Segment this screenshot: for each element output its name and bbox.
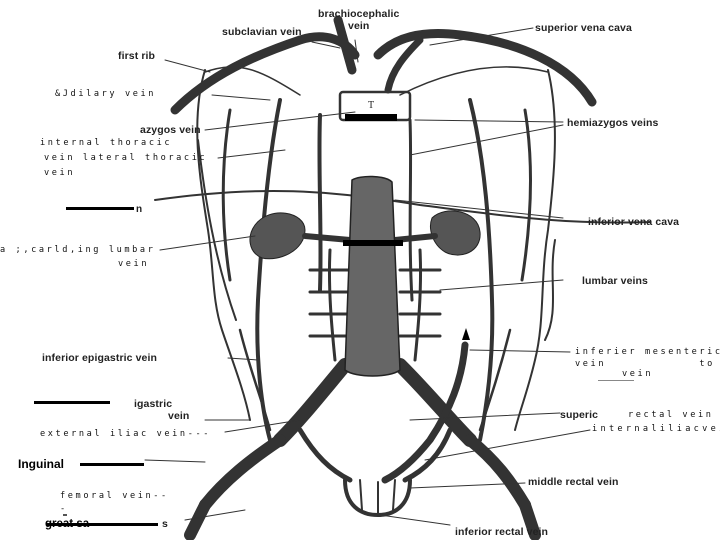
internal-thoracic-right [468,98,495,442]
hemiazygos [408,118,414,302]
inferior-mesenteric-label: inferier mesenteric [575,347,720,357]
left-renal-vein [302,233,353,243]
torso-right-outline [514,69,556,431]
right-brachiocephalic [384,36,424,94]
left-femoral [184,499,211,540]
lateral-thoracic-right [520,108,533,282]
left-flank-vein [197,139,237,321]
ivc-marker-bar [343,240,403,246]
right-renal-vein [392,233,438,243]
vein-to-label: vein to [575,359,715,369]
external-iliac-vein-label: external iliac vein--- [40,429,212,439]
rib-line [154,189,651,224]
lumbar-veins-label: lumbar veins [582,275,648,287]
vein-label-4: vein [168,410,190,422]
left-internal-iliac [297,427,353,483]
inferior-rectal-vein-label: inferior rectal vein [455,526,549,538]
right-subclavian [373,29,597,107]
rectal-vein-label: rectal vein [628,410,714,420]
left-common-iliac [273,358,352,447]
vein-label-3: vein [622,369,654,379]
azygos-vein-label: azygos vein [140,124,201,136]
right-internal-iliac [402,427,453,483]
internal-thoracic-label: internal thoracic [40,138,173,148]
left-ascending-lumbar [327,248,337,362]
mesenteric-arrow [462,328,470,340]
black-bar-2 [34,401,110,404]
igastric-label: igastric [134,398,173,410]
small-mark [63,514,67,516]
axillary-vein-label: &Jdilary vein [55,89,157,99]
inferior-epigastric-left [238,328,272,432]
inferior-vena-cava [344,175,401,377]
hemiazygos-veins-label: hemiazygos veins [567,117,659,129]
ascending-lumbar-label: a ;,carld,ing lumbar [0,245,156,255]
lateral-thoracic-left [221,108,232,282]
first-rib-label: first rib [118,50,156,62]
right-ascending-lumbar [413,248,423,362]
vein-label-1: vein [44,168,76,178]
inferior-vena-cava-label: inferior vena cava [588,216,680,228]
right-kidney [430,210,481,256]
thin-divider [598,380,634,381]
left-kidney [249,212,306,260]
brachiocephalic [333,15,357,75]
right-external-iliac [464,434,531,511]
superior-rectal-label: superic [560,409,599,421]
black-bar-1 [66,207,134,210]
inferior-mesenteric [381,341,469,484]
brachiocephalic-vein-label: brachiocephalic vein [318,8,400,32]
azygos [317,113,323,292]
s-fragment-label: s [162,518,168,530]
n-fragment-label: n [136,204,143,215]
middle-rectal-vein-label: middle rectal vein [528,476,619,488]
right-flank-vein [544,239,556,341]
black-bar-4 [46,523,158,526]
inferior-epigastric-vein-label: inferior epigastric vein [42,352,158,364]
internal-iliac-vein-label: internaliliacvein [592,424,720,434]
right-common-iliac [393,358,477,447]
vein-lateral-thoracic-label: vein lateral thoracic [44,153,208,163]
black-bar-3 [80,463,144,466]
femoral-vein-label: femoral vein-- [60,491,169,501]
superior-vena-cava-label: superior vena cava [535,22,632,34]
right-femoral [519,499,541,540]
svc-marker-bar [345,114,397,121]
torso-left-outline [196,69,251,421]
left-external-iliac [199,434,286,511]
inferior-epigastric-right [478,328,512,432]
vertebra-mark: T [368,100,374,111]
inguinal-label: Inguinal [18,457,64,471]
subclavian-vein-label: subclavian vein [222,26,302,38]
dash-label: - [60,504,68,514]
left-subclavian [170,32,360,115]
vein-label-2: vein [118,259,150,269]
first-rib-left [204,66,301,96]
first-rib-right [399,66,549,96]
